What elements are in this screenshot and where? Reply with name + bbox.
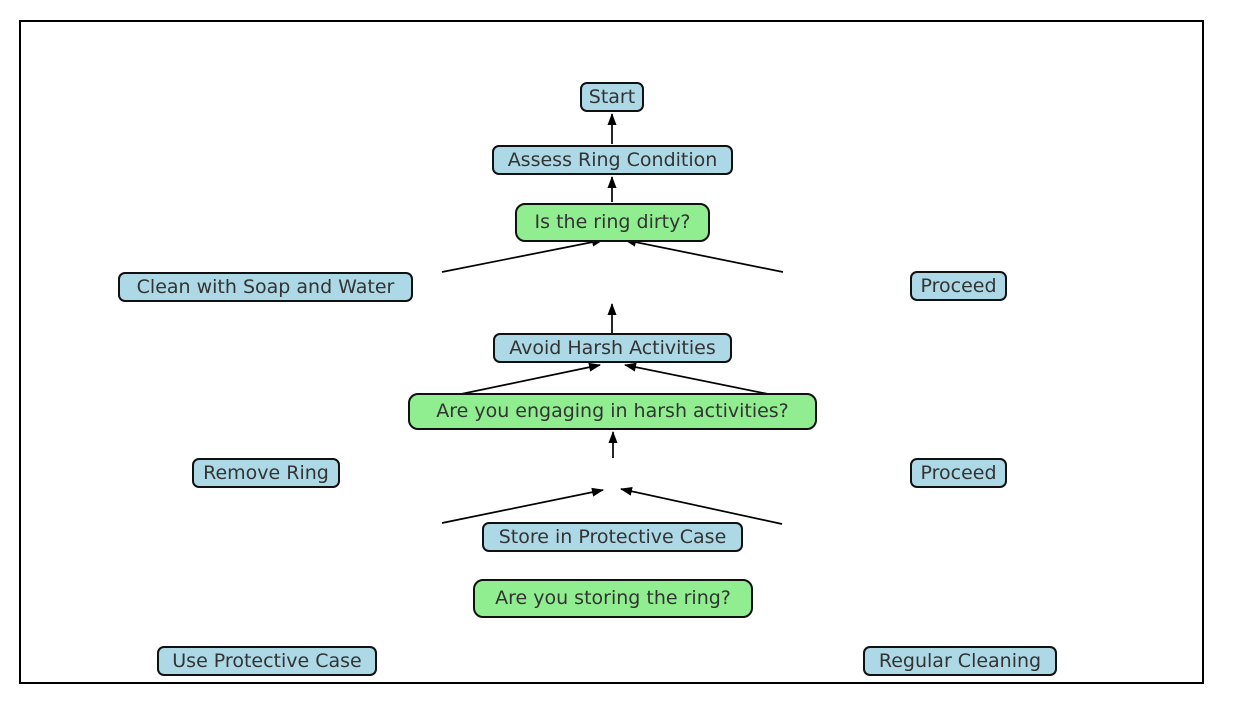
node-start: Start	[580, 82, 644, 112]
node-proceed-lower: Proceed	[910, 458, 1007, 488]
node-regular-cleaning: Regular Cleaning	[863, 646, 1057, 676]
node-store-in-protective-case: Store in Protective Case	[482, 522, 743, 552]
node-is-ring-dirty: Is the ring dirty?	[515, 203, 710, 242]
node-engaging-harsh-activities: Are you engaging in harsh activities?	[408, 393, 817, 430]
node-remove-ring: Remove Ring	[192, 458, 340, 488]
node-avoid-harsh-activities: Avoid Harsh Activities	[493, 333, 732, 363]
node-assess-ring-condition: Assess Ring Condition	[492, 145, 733, 175]
node-clean-with-soap-and-water: Clean with Soap and Water	[118, 272, 413, 302]
node-storing-the-ring: Are you storing the ring?	[473, 579, 753, 618]
plot-frame	[19, 20, 1204, 684]
node-use-protective-case: Use Protective Case	[157, 646, 377, 676]
node-proceed-upper: Proceed	[910, 271, 1007, 301]
